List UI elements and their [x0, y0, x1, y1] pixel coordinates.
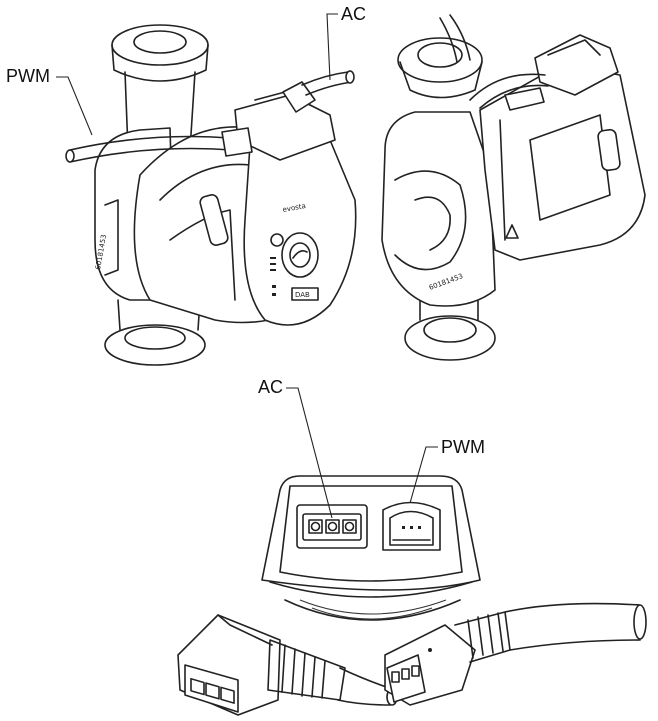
ac-label-front: AC: [341, 4, 366, 24]
pump-front-view: 60181453 evosta DAB: [65, 24, 357, 366]
connector-panel: [261, 475, 481, 621]
pwm-plug: [384, 602, 647, 706]
ac-leader-front: [326, 13, 338, 81]
pwm-socket: [382, 501, 441, 551]
ac-socket: [296, 504, 368, 549]
pump-front-logo: DAB: [295, 291, 310, 299]
pump-rear-view: 60181453: [381, 14, 646, 361]
pwm-leader-front: [56, 76, 93, 136]
pump-front-brand: evosta: [282, 202, 306, 214]
ac-label-connector: AC: [258, 377, 283, 397]
ac-leader-connector: [286, 387, 333, 519]
pwm-label-front: PWM: [6, 66, 50, 86]
pwm-leader-connector: [409, 446, 438, 504]
ac-plug: [177, 614, 398, 716]
pwm-label-connector: PWM: [441, 437, 485, 457]
